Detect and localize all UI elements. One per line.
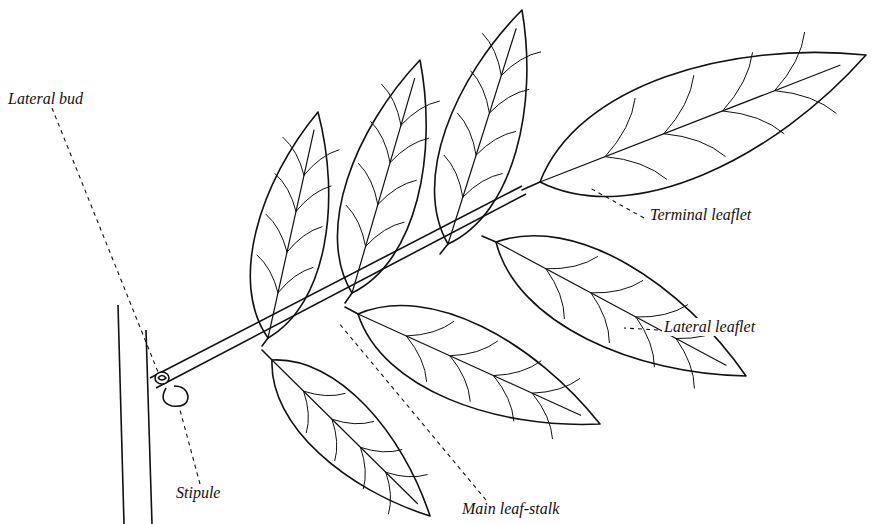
vein — [346, 205, 365, 246]
vein — [359, 163, 378, 204]
vein — [775, 32, 805, 90]
part-label: Terminal leaflet — [648, 206, 753, 224]
leader-line — [338, 322, 486, 500]
vein — [386, 472, 391, 514]
petiolule — [262, 338, 268, 346]
vein — [489, 89, 528, 113]
rachis-lower — [156, 194, 526, 388]
bud-scale — [158, 376, 166, 381]
stem-outline — [118, 305, 124, 524]
part-label: Lateral bud — [6, 90, 85, 108]
stem-outline — [146, 330, 152, 524]
petiolule — [482, 236, 496, 242]
vein — [401, 101, 439, 125]
vein — [304, 391, 309, 432]
vein — [278, 267, 313, 292]
vein — [494, 376, 514, 421]
vein — [546, 269, 564, 319]
vein — [532, 379, 580, 394]
leader-line — [624, 328, 658, 330]
midrib — [448, 29, 516, 244]
vein — [304, 391, 346, 395]
rachis-upper — [150, 186, 522, 378]
vein — [257, 255, 278, 293]
vein — [386, 472, 427, 477]
petiolule — [440, 244, 448, 254]
vein — [723, 111, 784, 134]
vein — [723, 53, 753, 111]
vein — [382, 84, 401, 125]
midrib — [272, 360, 417, 504]
leaflet-blade — [272, 360, 430, 516]
leader-line — [52, 108, 158, 372]
midrib — [496, 242, 726, 365]
vein — [664, 76, 694, 134]
leader-line — [180, 410, 200, 484]
vein — [591, 293, 609, 343]
vein — [444, 155, 463, 197]
vein — [775, 91, 836, 114]
vein — [332, 419, 374, 423]
vein — [304, 150, 339, 176]
midrib — [358, 314, 581, 415]
vein — [664, 134, 725, 157]
vein — [532, 393, 552, 438]
vein — [463, 174, 502, 198]
leaflet-blade — [496, 236, 746, 376]
vein — [636, 305, 688, 317]
part-label: Stipule — [174, 484, 222, 502]
vein — [476, 132, 515, 156]
vein — [406, 321, 454, 336]
vein — [296, 186, 331, 211]
vein — [366, 222, 404, 246]
stipule — [163, 386, 188, 406]
vein — [546, 257, 598, 269]
vein — [458, 113, 477, 155]
vein — [605, 98, 635, 156]
petiolule — [345, 307, 358, 314]
petiolule — [345, 293, 352, 303]
midrib — [540, 65, 840, 182]
vein — [483, 34, 502, 76]
petiolule — [262, 350, 272, 360]
vein — [283, 137, 304, 175]
vein — [332, 419, 337, 460]
vein — [501, 52, 540, 76]
vein — [266, 214, 287, 252]
vein — [390, 138, 428, 162]
vein — [361, 447, 402, 451]
vein — [591, 281, 643, 293]
leaflet-blade — [540, 52, 866, 196]
vein — [471, 71, 490, 113]
leader-line — [590, 188, 644, 218]
vein — [371, 122, 390, 163]
leaflet-blade — [435, 10, 527, 244]
vein — [378, 180, 417, 204]
midrib — [352, 79, 415, 293]
part-label: Lateral leaflet — [662, 318, 757, 336]
vein — [676, 339, 694, 389]
lateral-bud — [155, 372, 169, 384]
vein — [406, 336, 426, 381]
part-label: Main leaf-stalk — [460, 500, 561, 518]
vein — [494, 361, 542, 376]
vein — [361, 447, 366, 488]
vein — [275, 174, 296, 212]
vein — [287, 227, 322, 252]
petiolule — [522, 182, 540, 190]
vein — [605, 157, 666, 180]
vein — [450, 356, 470, 401]
vein — [636, 317, 654, 367]
vein — [450, 341, 498, 356]
